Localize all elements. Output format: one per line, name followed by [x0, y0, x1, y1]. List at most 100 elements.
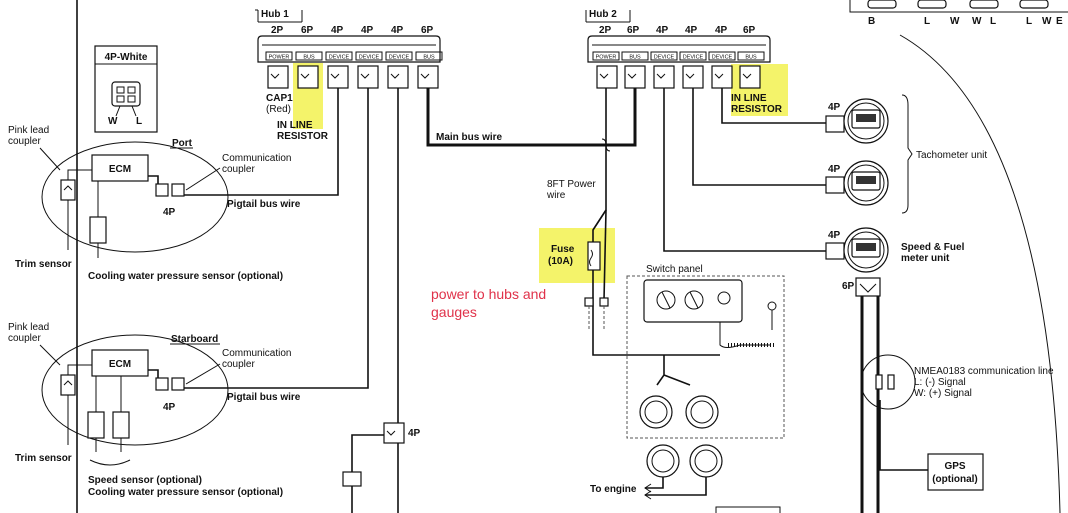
starboard-cooling-label: Cooling water pressure sensor (optional)	[88, 487, 283, 498]
switch-panel-label: Switch panel	[646, 264, 703, 275]
sf-label-2: meter unit	[901, 253, 950, 264]
power-wire-label-1: 8FT Power	[547, 179, 596, 190]
port-cooling-label: Cooling water pressure sensor (optional)	[88, 271, 283, 282]
hub1-title: Hub 1	[261, 9, 289, 20]
hub1-pin-4: 4P	[391, 25, 404, 36]
nmea-label-2: L: (-) Signal	[914, 377, 966, 388]
hub2-resistor-label-2: RESISTOR	[731, 104, 783, 115]
hub2-resistor-plug	[739, 65, 761, 89]
starboard-pigtail-wire	[180, 88, 369, 389]
main-bus-wire	[426, 88, 637, 147]
tach-unit-1: 4P	[825, 98, 889, 144]
hub2-title: Hub 2	[589, 9, 617, 20]
nmea-label-1: NMEA0183 communication line	[914, 366, 1054, 377]
hub1-resistor-plug	[297, 65, 319, 89]
port-pin: 4P	[163, 207, 176, 218]
hub2-port-5: BUS	[745, 55, 757, 61]
hub1-pin-0: 2P	[271, 25, 284, 36]
speed-fuel-meter: 4P Speed & Fuel meter unit 6P	[825, 227, 965, 297]
hub2-port-1: BUS	[629, 55, 641, 61]
hub1-pin-1: 6P	[301, 25, 314, 36]
hub1-pin-5: 6P	[421, 25, 434, 36]
starboard-trim-label: Trim sensor	[15, 453, 72, 464]
gps-optional: (optional)	[932, 474, 978, 485]
gps-box	[927, 453, 984, 491]
tach-unit-label: Tachometer unit	[916, 150, 987, 161]
hub2-port-2: DEVICE	[654, 55, 675, 61]
hub1-port-5: BUS	[423, 55, 435, 61]
tach1-pin: 4P	[828, 102, 841, 113]
hub1-port-4: DEVICE	[389, 55, 410, 61]
tr-label-1: L	[924, 16, 930, 27]
starboard-ecm	[91, 349, 149, 377]
hub2-body	[587, 35, 771, 63]
hub2-pin-4: 4P	[715, 25, 728, 36]
starboard-pin: 4P	[163, 402, 176, 413]
white-connector-pin-l: L	[136, 116, 142, 127]
port-pigtail-label: Pigtail bus wire	[227, 199, 301, 210]
annotation-line-2: gauges	[431, 304, 477, 320]
tr-label-7: E	[1056, 16, 1063, 27]
hub2-port-3: DEVICE	[683, 55, 704, 61]
starboard-title: Starboard	[171, 334, 218, 345]
starboard-pink-lead-2: coupler	[8, 333, 41, 344]
port-comm-1: Communication	[222, 153, 291, 164]
tach2-pin: 4P	[828, 164, 841, 175]
hub2-port-0: POWER	[596, 55, 617, 61]
bottom-4p-label: 4P	[408, 428, 421, 439]
nmea-label-3: W: (+) Signal	[914, 388, 972, 399]
tr-label-0: B	[868, 16, 875, 27]
bottom-4p-connector	[383, 422, 405, 444]
fuse-label-2: (10A)	[548, 256, 573, 267]
hub1-port-3: DEVICE	[359, 55, 380, 61]
to-engine-label: To engine	[590, 484, 637, 495]
cap1-color: (Red)	[266, 104, 291, 115]
tr-label-4: L	[990, 16, 996, 27]
hub2-pin-2: 4P	[656, 25, 669, 36]
hub1-body	[257, 35, 441, 63]
cap1-plug	[267, 65, 289, 89]
hub2-pin-1: 6P	[627, 25, 640, 36]
hub2-port-4: DEVICE	[712, 55, 733, 61]
hub2: Hub 2 2P 6P 4P 4P 4P 6P POWER BUS DEVICE…	[585, 9, 783, 115]
hub1-resistor-label-1: IN LINE	[277, 120, 313, 131]
hub2-resistor-label-1: IN LINE	[731, 93, 767, 104]
hub1: Hub 1 2P 6P 4P 4P 4P 6P POWER BUS DEVICE…	[255, 9, 443, 142]
port-engine: Port Pink lead coupler ECM Communication…	[8, 125, 301, 282]
white-connector: 4P-White W L	[94, 45, 158, 133]
power-wire	[592, 88, 607, 231]
starboard-pigtail-label: Pigtail bus wire	[227, 392, 301, 403]
port-title: Port	[172, 138, 193, 149]
nmea-cable	[860, 296, 880, 513]
tach-unit-2: 4P	[825, 160, 889, 206]
hub2-pin-3: 4P	[685, 25, 698, 36]
switch-panel: Switch panel	[626, 264, 785, 439]
cap1-label: CAP1	[266, 93, 293, 104]
power-wire-label-2: wire	[546, 190, 566, 201]
port-comm-2: coupler	[222, 164, 255, 175]
starboard-ecm-label: ECM	[109, 359, 131, 370]
starboard-pink-lead-1: Pink lead	[8, 322, 49, 333]
hub2-device-wire-tach1	[721, 88, 826, 124]
starboard-comm-2: coupler	[222, 359, 255, 370]
main-bus-label: Main bus wire	[436, 132, 503, 143]
fuse-highlight	[539, 228, 615, 283]
sf-label-1: Speed & Fuel	[901, 242, 965, 253]
annotation-line-1: power to hubs and	[431, 286, 546, 302]
starboard-speed-label: Speed sensor (optional)	[88, 475, 202, 486]
hub1-port-2: DEVICE	[329, 55, 350, 61]
port-pink-lead-1: Pink lead	[8, 125, 49, 136]
sf-pin-top: 4P	[828, 230, 841, 241]
hub2-pin-5: 6P	[743, 25, 756, 36]
fuse-label-1: Fuse	[551, 244, 575, 255]
hub2-pin-0: 2P	[599, 25, 612, 36]
fuse-body	[587, 241, 601, 271]
white-connector-title: 4P-White	[105, 52, 148, 63]
white-connector-pin-w: W	[108, 116, 118, 127]
tr-label-2: W	[950, 16, 960, 27]
gps-label: GPS	[944, 461, 965, 472]
starboard-engine: Starboard Pink lead coupler ECM Communic…	[8, 322, 301, 498]
right-outline-curve	[899, 34, 1061, 513]
nmea-callout	[860, 354, 916, 410]
